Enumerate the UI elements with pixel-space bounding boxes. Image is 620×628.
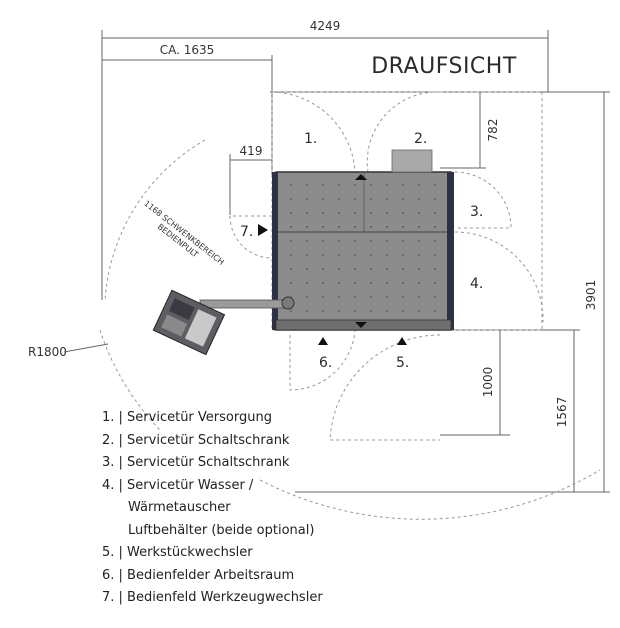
legend-item: 3. | Servicetür Schaltschrank: [102, 455, 290, 470]
legend-item: 6. | Bedienfelder Arbeitsraum: [102, 567, 295, 583]
legend-item: 1. | Servicetür Versorgung: [102, 410, 272, 425]
svg-text:1168 SCHWENKBEREICH: 1168 SCHWENKBEREICH: [142, 199, 225, 267]
arrow-icon: [258, 224, 268, 236]
page-title: DRAUFSICHT: [371, 54, 517, 79]
legend-item: 7. | Bedienfeld Werkzeugwechsler: [102, 590, 323, 605]
dim-ca-width: CA. 1635: [160, 43, 215, 57]
swing-area-label: 1168 SCHWENKBEREICH BEDIENPULT: [142, 199, 225, 267]
dim-radius: R1800: [28, 345, 67, 359]
dim-total-height: 3901: [584, 280, 598, 311]
arrow-icon: [318, 337, 328, 345]
direction-markers: [258, 224, 407, 345]
marker-label: 1.: [304, 131, 317, 147]
machine-body: [272, 149, 454, 331]
dim-total-width: 4249: [310, 19, 341, 33]
dim-front-total: 1567: [555, 397, 569, 428]
legend-item: Luftbehälter (beide optional): [128, 522, 315, 538]
legend-item: Wärmetauscher: [128, 500, 231, 515]
marker-label: 3.: [470, 204, 483, 220]
marker-label: 2.: [414, 131, 427, 147]
marker-label: 6.: [319, 355, 332, 371]
marker-label: 7.: [240, 224, 253, 240]
legend-list: 1. | Servicetür Versorgung 2. | Servicet…: [102, 407, 402, 610]
marker-label: 4.: [470, 276, 483, 292]
marker-label: 5.: [396, 355, 409, 371]
arrow-icon: [397, 337, 407, 345]
dim-front-clearance: 1000: [481, 367, 495, 398]
operator-panel: [152, 289, 295, 356]
dim-panel-offset: 419: [240, 144, 263, 158]
legend-item: 5. | Werkstückwechsler: [102, 545, 253, 560]
dim-door-depth: 782: [486, 119, 500, 142]
legend-item: 2. | Servicetür Schaltschrank: [102, 432, 290, 448]
legend-item: 4. | Servicetür Wasser /: [102, 477, 254, 493]
